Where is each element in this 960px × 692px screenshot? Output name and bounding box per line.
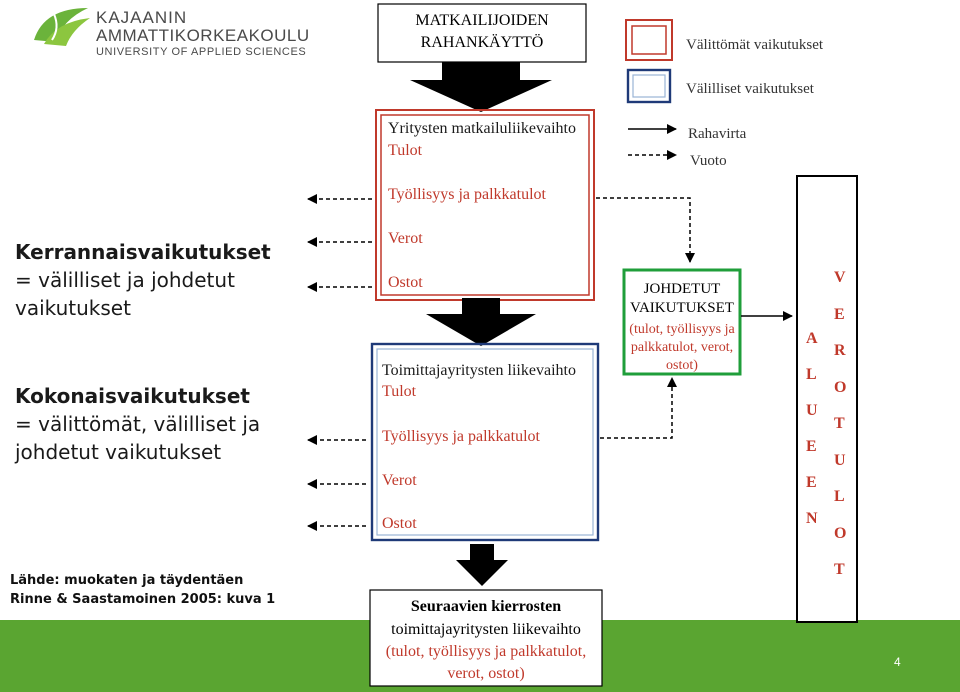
- alue-letter: U: [806, 402, 818, 419]
- flow-arrow-2: [426, 298, 536, 346]
- verotulot-letter: O: [834, 524, 847, 542]
- multiplier-line1: = välilliset ja johdetut: [15, 268, 235, 292]
- spending-title-line2: RAHANKÄYTTÖ: [420, 34, 544, 51]
- logo-line2: AMMATTIKORKEAKOULU: [96, 26, 310, 45]
- tourism-purchases: Ostot: [388, 274, 423, 291]
- next-round-line4: verot, ostot): [447, 665, 525, 682]
- total-heading: Kokonaisvaikutukset: [15, 384, 250, 408]
- verotulot-letter: T: [834, 415, 845, 432]
- logo-line1: KAJAANIN: [96, 8, 188, 27]
- derived-leak-arrows: [596, 197, 695, 439]
- page-number: 4: [894, 655, 901, 669]
- flow-arrow-1: [410, 62, 552, 112]
- tourism-taxes: Verot: [388, 230, 423, 247]
- alue-letter: L: [806, 366, 817, 383]
- supplier-employment: Työllisyys ja palkkatulot: [382, 428, 540, 445]
- supplier-purchases: Ostot: [382, 515, 417, 532]
- derived-line4: palkkatulot, verot,: [630, 340, 734, 355]
- verotulot-letter: L: [834, 488, 845, 505]
- derived-line5: ostot): [666, 358, 698, 373]
- alue-letter: A: [806, 330, 818, 347]
- total-line2: johdetut vaikutukset: [15, 440, 222, 464]
- verotulot-letter: T: [834, 561, 845, 578]
- alue-letter: E: [806, 438, 817, 455]
- derived-line2: VAIKUTUKSET: [630, 300, 734, 316]
- multiplier-line2: vaikutukset: [15, 296, 131, 320]
- region-column: [796, 175, 858, 623]
- logo-icon: [34, 8, 90, 46]
- next-round-box: [369, 589, 603, 687]
- verotulot-letter: O: [834, 378, 847, 396]
- leak-arrows-left: [307, 194, 372, 531]
- total-line1: = välittömät, välilliset ja: [15, 412, 261, 436]
- next-round-line3: (tulot, työllisyys ja palkkatulot,: [385, 643, 587, 660]
- legend-indirect-label: Välilliset vaikutukset: [686, 81, 814, 97]
- spending-title-line1: MATKAILIJOIDEN: [415, 12, 549, 29]
- derived-line1: JOHDETUT: [643, 281, 721, 297]
- derived-line3: (tulot, työllisyys ja: [629, 322, 735, 337]
- supplier-box-inner: [376, 348, 594, 536]
- supplier-title: Toimittajayritysten liikevaihto: [382, 362, 576, 379]
- verotulot-letter: E: [834, 305, 845, 323]
- tourism-employment: Työllisyys ja palkkatulot: [388, 186, 546, 203]
- flow-arrow-3: [456, 544, 508, 586]
- supplier-taxes: Verot: [382, 472, 417, 489]
- tourism-box-inner: [380, 114, 590, 296]
- supplier-income: Tulot: [382, 383, 417, 400]
- spending-box: [377, 3, 587, 63]
- verotulot-letter: R: [834, 342, 846, 359]
- verotulot-letter: U: [834, 451, 846, 469]
- tourism-box-outer: [375, 109, 595, 301]
- legend-leak-label: Vuoto: [690, 153, 727, 169]
- legend-cash-flow-label: Rahavirta: [688, 126, 747, 142]
- legend-direct-symbol-inner: [631, 25, 667, 55]
- derived-box: [622, 268, 742, 376]
- tourism-title: Yritysten matkailuliikevaihto: [388, 120, 576, 137]
- supplier-box-outer: [370, 342, 600, 542]
- alue-letter: E: [806, 474, 817, 491]
- multiplier-heading: Kerrannaisvaikutukset: [15, 240, 271, 264]
- verotulot-letter: V: [834, 269, 846, 286]
- legend-indirect-symbol-inner: [632, 74, 666, 98]
- tourism-income: Tulot: [388, 142, 423, 159]
- source-line2: Rinne & Saastamoinen 2005: kuva 1: [10, 592, 276, 607]
- legend-direct-label: Välittömät vaikutukset: [686, 37, 824, 53]
- alue-letter: N: [806, 510, 818, 527]
- next-round-line2: toimittajayritysten liikevaihto: [391, 621, 581, 638]
- next-round-line1: Seuraavien kierrosten: [410, 598, 562, 615]
- logo-line3: UNIVERSITY OF APPLIED SCIENCES: [96, 46, 307, 58]
- source-line1: Lähde: muokaten ja täydentäen: [10, 573, 244, 588]
